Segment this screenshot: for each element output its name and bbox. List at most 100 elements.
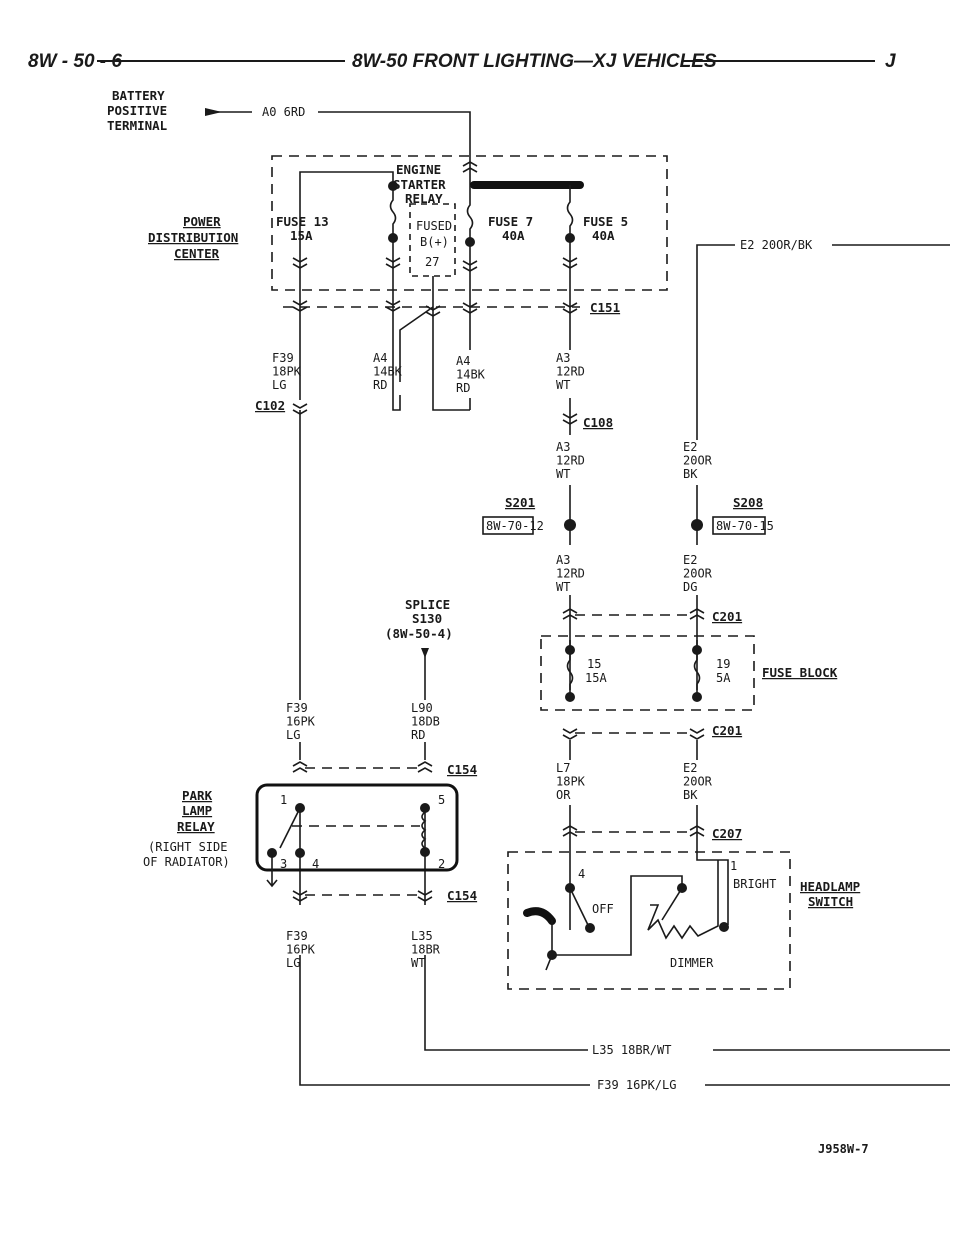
- pdc-label: DISTRIBUTION: [148, 230, 238, 245]
- connector-chevron-icon: [562, 825, 578, 837]
- wire-label: A0 6RD: [262, 105, 305, 119]
- arrow-icon: [266, 853, 278, 888]
- connector-label: C201: [712, 723, 742, 738]
- pin-label: 3: [280, 857, 287, 871]
- wire-label-line: 18BR: [411, 943, 441, 957]
- fuse-rating: 15A: [585, 671, 607, 685]
- reference-label: 8W-70-15: [716, 519, 774, 533]
- relay-contact: [279, 807, 301, 849]
- pin-label: 4: [578, 867, 585, 881]
- wire-label-line: BK: [683, 467, 698, 481]
- wire-label-line: 20OR: [683, 454, 713, 468]
- wire-label-line: 20OR: [683, 567, 713, 581]
- wire: [696, 244, 950, 925]
- fused-b-label: B(+): [420, 235, 449, 249]
- relay-coil-icon: [421, 811, 427, 849]
- connector-chevron-icon: [689, 728, 705, 740]
- wire-label-line: OR: [556, 788, 571, 802]
- connector-chevron-icon: [417, 761, 433, 773]
- relay-location: OF RADIATOR): [143, 855, 230, 869]
- fuse-symbol: [566, 640, 701, 700]
- connector-chevron-icon: [292, 257, 308, 269]
- terminal: [719, 922, 729, 932]
- pdc-box: [271, 155, 668, 291]
- fuse-number: 19: [716, 657, 730, 671]
- terminal: [585, 923, 595, 933]
- relay-label: PARK: [182, 788, 213, 803]
- terminal: [565, 233, 575, 243]
- wire: [432, 276, 470, 411]
- wire-label-line: E2: [683, 440, 697, 454]
- connector-chevron-icon: [689, 608, 705, 620]
- wire-label-line: 14BK: [456, 368, 486, 382]
- wire-label-line: F39: [286, 701, 308, 715]
- wire-label-line: WT: [556, 580, 570, 594]
- pin-label: 1: [730, 859, 737, 873]
- wire-label-line: DG: [683, 580, 697, 594]
- reference-label: 8W-70-12: [486, 519, 544, 533]
- wire-label-line: A3: [556, 553, 570, 567]
- terminal: [420, 847, 430, 857]
- wire-label-line: RD: [373, 378, 387, 392]
- connector-chevron-icon: [562, 302, 578, 314]
- label-backing: [588, 1043, 713, 1057]
- splice-dot: [564, 519, 576, 531]
- fuse-label: FUSE 7: [488, 214, 533, 229]
- connector-chevron-icon: [292, 300, 308, 312]
- wire-label-line: A3: [556, 351, 570, 365]
- battery-label: POSITIVE: [107, 103, 167, 118]
- wire-label-line: 18DB: [411, 715, 440, 729]
- battery-label: TERMINAL: [107, 118, 168, 133]
- wire-label-line: 12RD: [556, 365, 585, 379]
- pdc-label: POWER: [183, 214, 221, 229]
- wire-label: L35 18BR/WT: [592, 1043, 671, 1057]
- switch-knob-icon: [523, 907, 556, 925]
- wire-label-line: 12RD: [556, 567, 585, 581]
- splice-label: S130: [412, 611, 442, 626]
- connector-label: C201: [712, 609, 742, 624]
- wire-label-line: F39: [286, 929, 308, 943]
- connector-label: C102: [255, 398, 285, 413]
- wire: [299, 171, 401, 411]
- connector-label: C154: [447, 888, 477, 903]
- fuse-label: FUSE 13: [276, 214, 329, 229]
- connector-chevron-icon: [385, 300, 401, 312]
- wire: [299, 410, 950, 1086]
- wire: [399, 306, 434, 382]
- splice-label: SPLICE: [405, 597, 450, 612]
- wire-label-line: 18PK: [556, 775, 586, 789]
- wire-label-line: 12RD: [556, 454, 585, 468]
- switch-contact: [569, 887, 589, 926]
- terminal: [388, 233, 398, 243]
- fused-b-label: FUSED: [416, 219, 452, 233]
- fuse-number: 15: [587, 657, 601, 671]
- dimmer-label: DIMMER: [670, 956, 714, 970]
- connector-chevron-icon: [292, 403, 308, 415]
- wire-label-line: L90: [411, 701, 433, 715]
- pdc-label: CENTER: [174, 246, 220, 261]
- fuse-label: FUSE 5: [583, 214, 628, 229]
- wire-label-line: 14BK: [373, 365, 403, 379]
- wire-label-line: LG: [272, 378, 286, 392]
- connector-chevron-icon: [292, 890, 308, 902]
- bright-label: BRIGHT: [733, 877, 776, 891]
- switch-contact: [661, 887, 683, 921]
- headlamp-switch-label: SWITCH: [808, 894, 853, 909]
- wire-label-line: WT: [411, 956, 425, 970]
- reference-box: [482, 516, 534, 535]
- connector-label: C207: [712, 826, 742, 841]
- wire-label-line: WT: [556, 378, 570, 392]
- relay-label: RELAY: [405, 191, 443, 206]
- pin-label: 5: [438, 793, 445, 807]
- splice-dot: [691, 519, 703, 531]
- wire-label-line: 16PK: [286, 715, 316, 729]
- wire-label-line: L35: [411, 929, 433, 943]
